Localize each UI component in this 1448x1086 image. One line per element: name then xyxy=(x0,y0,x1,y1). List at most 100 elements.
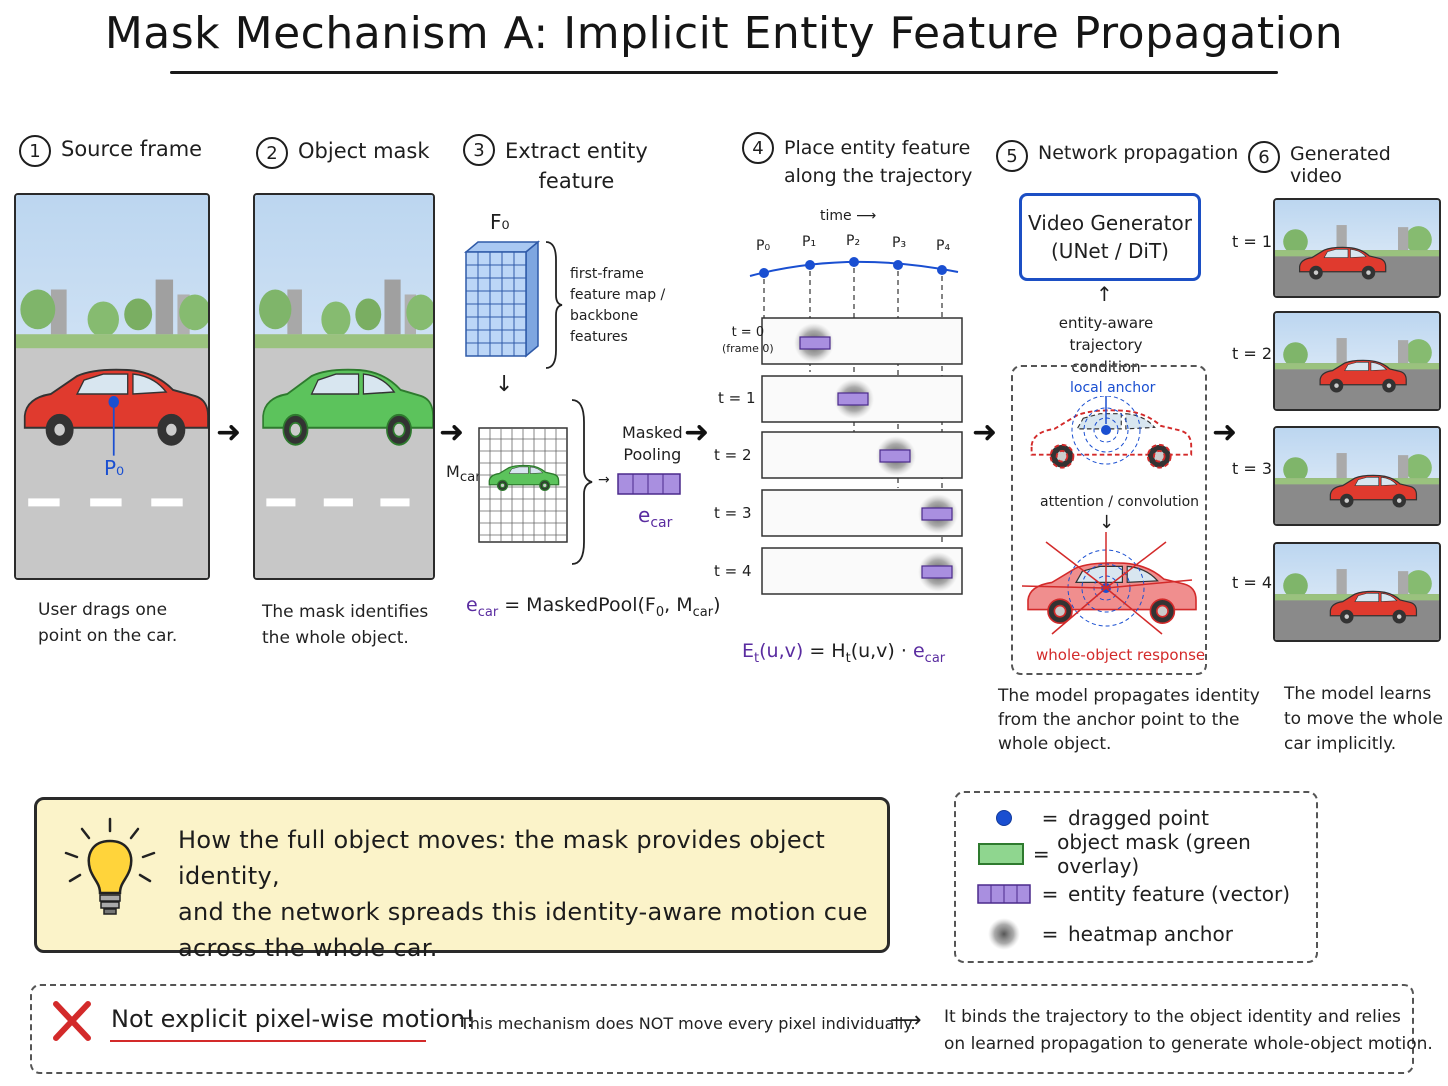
whole-object-response-label: whole-object response xyxy=(1036,646,1205,664)
generated-frame-1 xyxy=(1273,198,1441,298)
insight-line: across the whole car. xyxy=(178,934,438,962)
legend-equals: = xyxy=(1032,882,1068,906)
insight-line: and the network spreads this identity-aw… xyxy=(178,898,868,926)
footer-right-text: It binds the trajectory to the object id… xyxy=(944,1004,1433,1058)
caption-line: User drags one xyxy=(38,600,167,620)
step-number: 2 xyxy=(256,137,288,169)
frame-time-label: t = 2 xyxy=(1232,344,1272,363)
generated-frame-scene xyxy=(1275,428,1439,524)
local-anchor-diagram xyxy=(1024,396,1194,486)
generated-frame-3 xyxy=(1273,426,1441,526)
mask-grid xyxy=(478,427,568,543)
dragged-point-icon xyxy=(976,810,1032,826)
mask-scene xyxy=(255,195,433,578)
whole-object-response-diagram xyxy=(1016,530,1200,642)
legend-item-entity-feature: = entity feature (vector) xyxy=(976,874,1306,914)
generated-frame-scene xyxy=(1275,200,1439,296)
step-5-header: 5 Network propagation xyxy=(996,142,1238,172)
row-label-t2: t = 2 xyxy=(714,446,752,464)
object-mask-icon xyxy=(976,843,1025,865)
caption-line: car implicitly. xyxy=(1284,734,1396,754)
panel2-caption: The mask identifies the whole object. xyxy=(262,599,428,651)
arrow-5-6: ➜ xyxy=(1212,415,1237,450)
generated-frame-4 xyxy=(1273,542,1441,642)
pool-label-line: Masked xyxy=(622,423,683,442)
step-label: Network propagation xyxy=(1038,142,1238,164)
masked-pool-formula: ecar = MaskedPool(F0, Mcar) xyxy=(466,594,721,620)
step-label-line: Extract entity xyxy=(505,139,648,163)
trajectory-point-label: P₃ xyxy=(892,235,906,251)
arrow-4-5: ➜ xyxy=(972,415,997,450)
pool-brace xyxy=(570,398,596,566)
warning-underline xyxy=(110,1040,426,1042)
legend-text: heatmap anchor xyxy=(1068,922,1233,946)
arrow-3-4: ➜ xyxy=(684,415,709,450)
footer-arrow: ⟶ xyxy=(890,1008,922,1033)
caption-line: The model learns xyxy=(1284,684,1431,704)
step-number: 4 xyxy=(742,132,774,164)
local-anchor-label: local anchor xyxy=(1070,380,1155,396)
step-label-line: along the trajectory xyxy=(784,165,972,187)
legend: = dragged point = object mask (green ove… xyxy=(976,802,1306,954)
caption-line: from the anchor point to the xyxy=(998,710,1240,730)
feature-map-label: F₀ xyxy=(490,210,510,234)
description-line: first-frame xyxy=(570,266,644,282)
step-1-header: 1 Source frame xyxy=(19,137,202,167)
legend-item-object-mask: = object mask (green overlay) xyxy=(976,834,1306,874)
pool-label-line: Pooling xyxy=(623,445,681,464)
mask-label: Mcar xyxy=(446,462,481,485)
frame-time-label: t = 1 xyxy=(1232,232,1272,251)
step-3-header: 3 Extract entity feature xyxy=(463,136,648,196)
generator-label: Video Generator xyxy=(1028,209,1192,237)
lightbulb-icon xyxy=(62,815,158,919)
generated-frame-scene xyxy=(1275,544,1439,640)
attention-label: attention / convolution xyxy=(1040,494,1199,510)
insight-text: How the full object moves: the mask prov… xyxy=(178,822,878,966)
step-number: 1 xyxy=(19,135,51,167)
entity-feature-icon xyxy=(976,884,1032,904)
step-label: Object mask xyxy=(298,139,430,163)
feature-map-description: first-frame feature map / backbone featu… xyxy=(570,264,665,348)
description-line: feature map / xyxy=(570,287,665,303)
caption-line: The model propagates identity xyxy=(998,686,1260,706)
masked-pooling-label: Masked Pooling xyxy=(622,422,683,466)
step-label: Extract entity feature xyxy=(505,136,648,196)
step-number: 5 xyxy=(996,140,1028,172)
legend-equals: = xyxy=(1032,922,1068,946)
trajectory-point-label: P₂ xyxy=(846,233,860,249)
legend-text: object mask (green overlay) xyxy=(1057,830,1306,878)
footer-line: It binds the trajectory to the object id… xyxy=(944,1007,1401,1027)
step-label: Place entity feature along the trajector… xyxy=(784,134,972,190)
row-label-t1: t = 1 xyxy=(718,389,756,407)
object-mask-image xyxy=(253,193,435,580)
row-label: t = 0 xyxy=(732,325,765,340)
generated-frame-2 xyxy=(1273,311,1441,411)
arrow-1-2: ➜ xyxy=(216,415,241,450)
footer-line: on learned propagation to generate whole… xyxy=(944,1034,1433,1054)
generated-frame-scene xyxy=(1275,313,1439,409)
step-6-header: 6 Generated video xyxy=(1248,143,1448,187)
entity-feature-vector xyxy=(617,473,681,495)
caption-line: whole object. xyxy=(998,734,1111,754)
legend-text: dragged point xyxy=(1068,806,1209,830)
footer-warning: Not explicit pixel-wise motion! xyxy=(111,1005,475,1033)
legend-text: entity feature (vector) xyxy=(1068,882,1290,906)
condition-line: entity-aware xyxy=(1059,314,1153,332)
up-arrow: ↑ xyxy=(1096,282,1113,306)
row-label-t4: t = 4 xyxy=(714,562,752,580)
footer-middle-text: This mechanism does NOT move every pixel… xyxy=(460,1014,916,1033)
row-label-t3: t = 3 xyxy=(714,504,752,522)
row-sublabel: (frame 0) xyxy=(722,342,774,355)
time-axis-label: time ⟶ xyxy=(820,208,876,224)
brace xyxy=(544,240,564,370)
legend-equals: = xyxy=(1025,842,1057,866)
drag-point-label: P₀ xyxy=(104,456,124,480)
caption-line: point on the car. xyxy=(38,626,177,646)
trajectory-diagram xyxy=(748,252,968,612)
description-line: backbone xyxy=(570,308,638,324)
step-2-header: 2 Object mask xyxy=(256,139,430,169)
heatmap-anchor-icon xyxy=(976,917,1032,951)
source-frame-scene xyxy=(16,195,208,578)
step-label: Source frame xyxy=(61,137,202,161)
cross-icon xyxy=(52,1000,92,1042)
